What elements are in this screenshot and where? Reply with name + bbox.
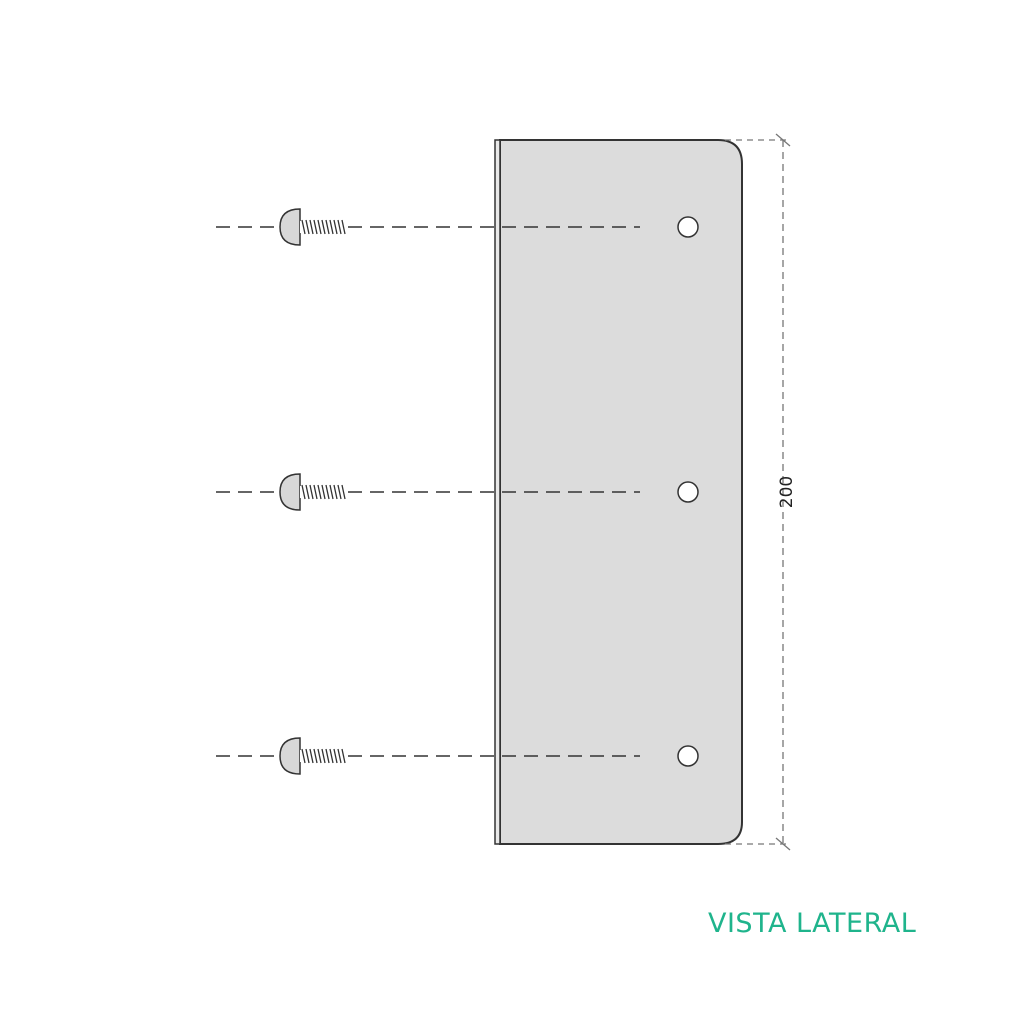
screw-thread <box>301 219 346 235</box>
mounting-hole-bottom <box>677 745 699 767</box>
screw-thread <box>301 748 346 764</box>
view-caption: VISTA LATERAL <box>708 908 917 939</box>
screw-top <box>216 208 640 246</box>
mounting-hole-middle <box>677 481 699 503</box>
dimension-height-label: 200 <box>777 476 797 508</box>
dimension-tick-bottom <box>775 837 791 851</box>
screw-head-icon <box>279 208 301 246</box>
screw-group <box>216 208 640 775</box>
screw-middle <box>216 473 640 511</box>
dimension-tick-top <box>775 133 791 147</box>
screw-bottom <box>216 737 640 775</box>
height-dimension: 200 <box>725 133 797 851</box>
screw-thread <box>301 484 346 500</box>
screw-head-icon <box>279 737 301 775</box>
panel-edge-strip <box>494 139 501 845</box>
mounting-hole-top <box>677 216 699 238</box>
screw-head-icon <box>279 473 301 511</box>
